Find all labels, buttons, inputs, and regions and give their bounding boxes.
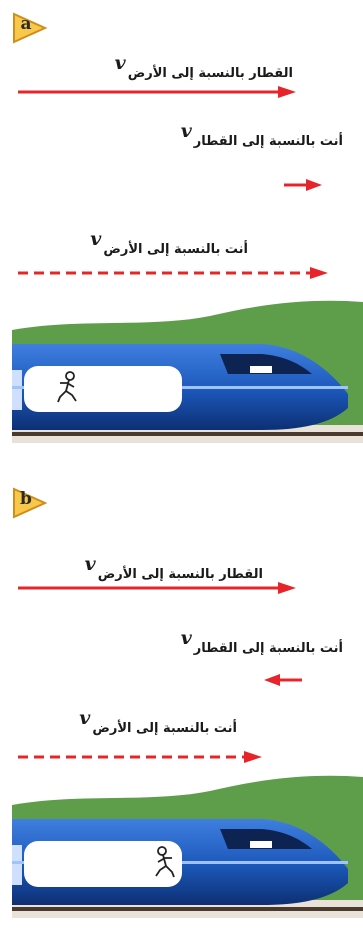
- train-icon: [12, 819, 348, 905]
- you-train-label: أنت بالنسبة إلى القطارv: [181, 627, 343, 657]
- track: [12, 907, 363, 911]
- you-ground-text: أنت بالنسبة إلى الأرض: [92, 721, 237, 736]
- velocity-symbol: v: [180, 627, 192, 649]
- train-window: [24, 366, 182, 412]
- you-train-text: أنت بالنسبة إلى القطار: [193, 134, 343, 149]
- you-train-arrow: [284, 179, 322, 191]
- velocity-symbol: v: [114, 52, 126, 74]
- you-train-arrow: [264, 674, 302, 686]
- panel-b: b القطار بالنسبة إلى الأرضv أنت بالنسبة …: [0, 475, 363, 935]
- you-ground-label: أنت بالنسبة إلى الأرضv: [90, 228, 248, 258]
- train-ground-text: القطار بالنسبة إلى الأرض: [127, 66, 293, 81]
- train-scene: [12, 300, 363, 443]
- velocity-symbol: v: [79, 707, 91, 729]
- train-icon: [12, 344, 348, 430]
- panel-b-letter: b: [20, 489, 32, 509]
- train-ground-arrow: [18, 86, 296, 98]
- panel-a-badge: a: [12, 12, 48, 44]
- panel-a-letter: a: [20, 14, 32, 34]
- train-ground-arrow: [18, 582, 296, 594]
- train-ground-label: القطار بالنسبة إلى الأرضv: [85, 553, 263, 583]
- train-scene: [12, 775, 363, 918]
- running-person-icon: [57, 371, 77, 403]
- velocity-symbol: v: [84, 553, 96, 575]
- velocity-symbol: v: [180, 120, 192, 142]
- you-train-text: أنت بالنسبة إلى القطار: [193, 641, 343, 656]
- you-ground-text: أنت بالنسبة إلى الأرض: [103, 242, 248, 257]
- running-person-icon: [155, 846, 175, 878]
- you-ground-arrow: [18, 267, 328, 279]
- train-window: [24, 841, 182, 887]
- label-triangle-icon: [13, 487, 48, 519]
- velocity-symbol: v: [90, 228, 102, 250]
- panel-a: a القطار بالنسبة إلى الأرضv أنت بالنسبة …: [0, 0, 363, 460]
- track: [12, 432, 363, 436]
- panel-b-badge: b: [12, 487, 48, 519]
- you-train-label: أنت بالنسبة إلى القطارv: [181, 120, 343, 150]
- label-triangle-icon: [13, 12, 48, 44]
- you-ground-label: أنت بالنسبة إلى الأرضv: [79, 707, 237, 737]
- train-ground-label: القطار بالنسبة إلى الأرضv: [115, 52, 293, 82]
- train-ground-text: القطار بالنسبة إلى الأرض: [97, 567, 263, 582]
- you-ground-arrow: [18, 751, 262, 763]
